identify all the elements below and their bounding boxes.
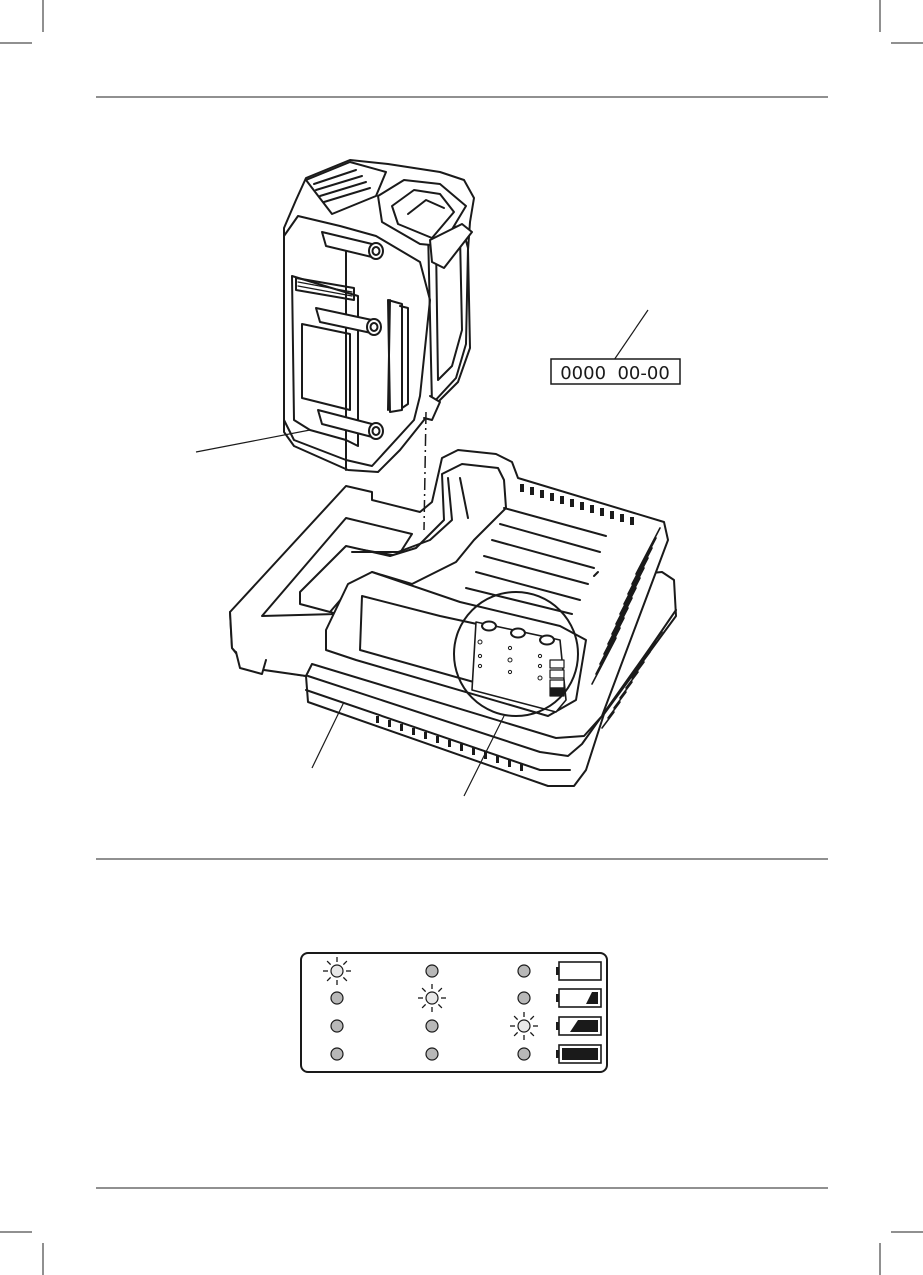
led-lit-icon	[323, 957, 351, 985]
led-off-icon	[331, 1020, 343, 1032]
led-off-icon	[518, 1048, 530, 1060]
led-lit-icon	[418, 984, 446, 1012]
battery-level-icon	[556, 962, 601, 980]
led-off-icon	[426, 1048, 438, 1060]
battery-level-icon	[556, 1017, 601, 1035]
battery-illustration	[284, 160, 474, 472]
led-lit-icon	[510, 1012, 538, 1040]
led-off-icon	[518, 965, 530, 977]
led-off-icon	[331, 992, 343, 1004]
battery-level-icon	[556, 989, 601, 1007]
battery-level-icon	[556, 1045, 601, 1063]
led-off-icon	[426, 965, 438, 977]
part-number-label: 0000 00-00	[560, 363, 670, 384]
led-off-icon	[331, 1048, 343, 1060]
led-status-panel	[301, 953, 607, 1072]
led-off-icon	[518, 992, 530, 1004]
charger-illustration	[230, 450, 676, 786]
led-off-icon	[426, 1020, 438, 1032]
